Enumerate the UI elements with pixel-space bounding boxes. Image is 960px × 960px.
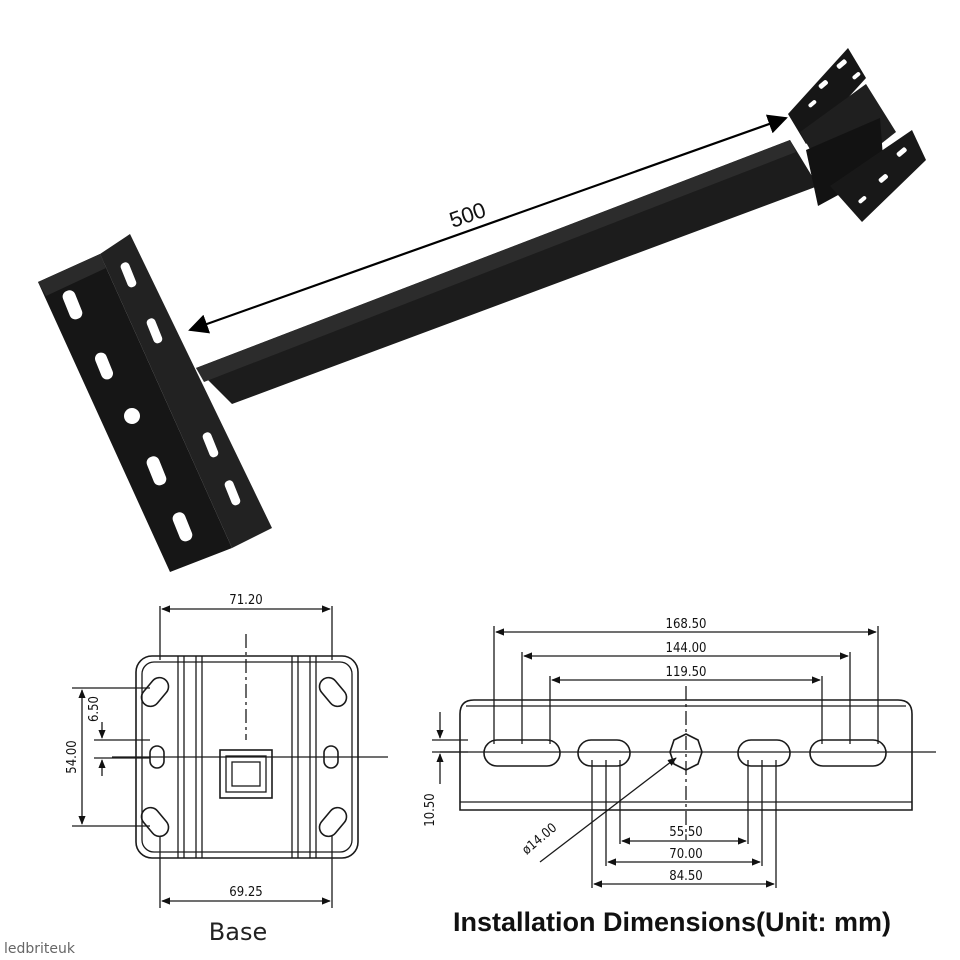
- watermark: ledbriteuk: [4, 941, 76, 957]
- base-view: 71.20 54.0: [65, 593, 388, 946]
- base-height-label: 54.00: [65, 740, 80, 773]
- base-tube-section: [219, 749, 273, 799]
- span-middle-label: 144.00: [666, 641, 707, 656]
- span-outer-label: 168.50: [666, 617, 707, 632]
- bracket-illustration: 500: [38, 48, 926, 572]
- bracket-head-plate: [788, 48, 866, 144]
- center-hole: [669, 733, 703, 771]
- length-dimension-arrow: [188, 114, 788, 334]
- base-caption: Base: [209, 918, 267, 946]
- hole-diameter-leader: [539, 757, 677, 863]
- base-width-bottom-label: 69.25: [229, 885, 262, 900]
- span-inner-label: 119.50: [666, 665, 707, 680]
- base-offset-label: 6.50: [87, 696, 102, 722]
- hole-diameter-label: ø14.00: [519, 821, 560, 859]
- length-label: 500: [446, 197, 489, 233]
- install-caption: Installation Dimensions(Unit: mm): [453, 907, 891, 937]
- bottom-middle-label: 70.00: [669, 847, 702, 862]
- installation-view: 168.50 144.00 119.50 ø14.00: [423, 617, 936, 937]
- bottom-inner-label: 55.50: [669, 825, 702, 840]
- height-label: 10.50: [423, 793, 438, 826]
- bottom-outer-label: 84.50: [669, 869, 702, 884]
- install-plate: [459, 699, 913, 811]
- base-width-top-label: 71.20: [229, 593, 262, 608]
